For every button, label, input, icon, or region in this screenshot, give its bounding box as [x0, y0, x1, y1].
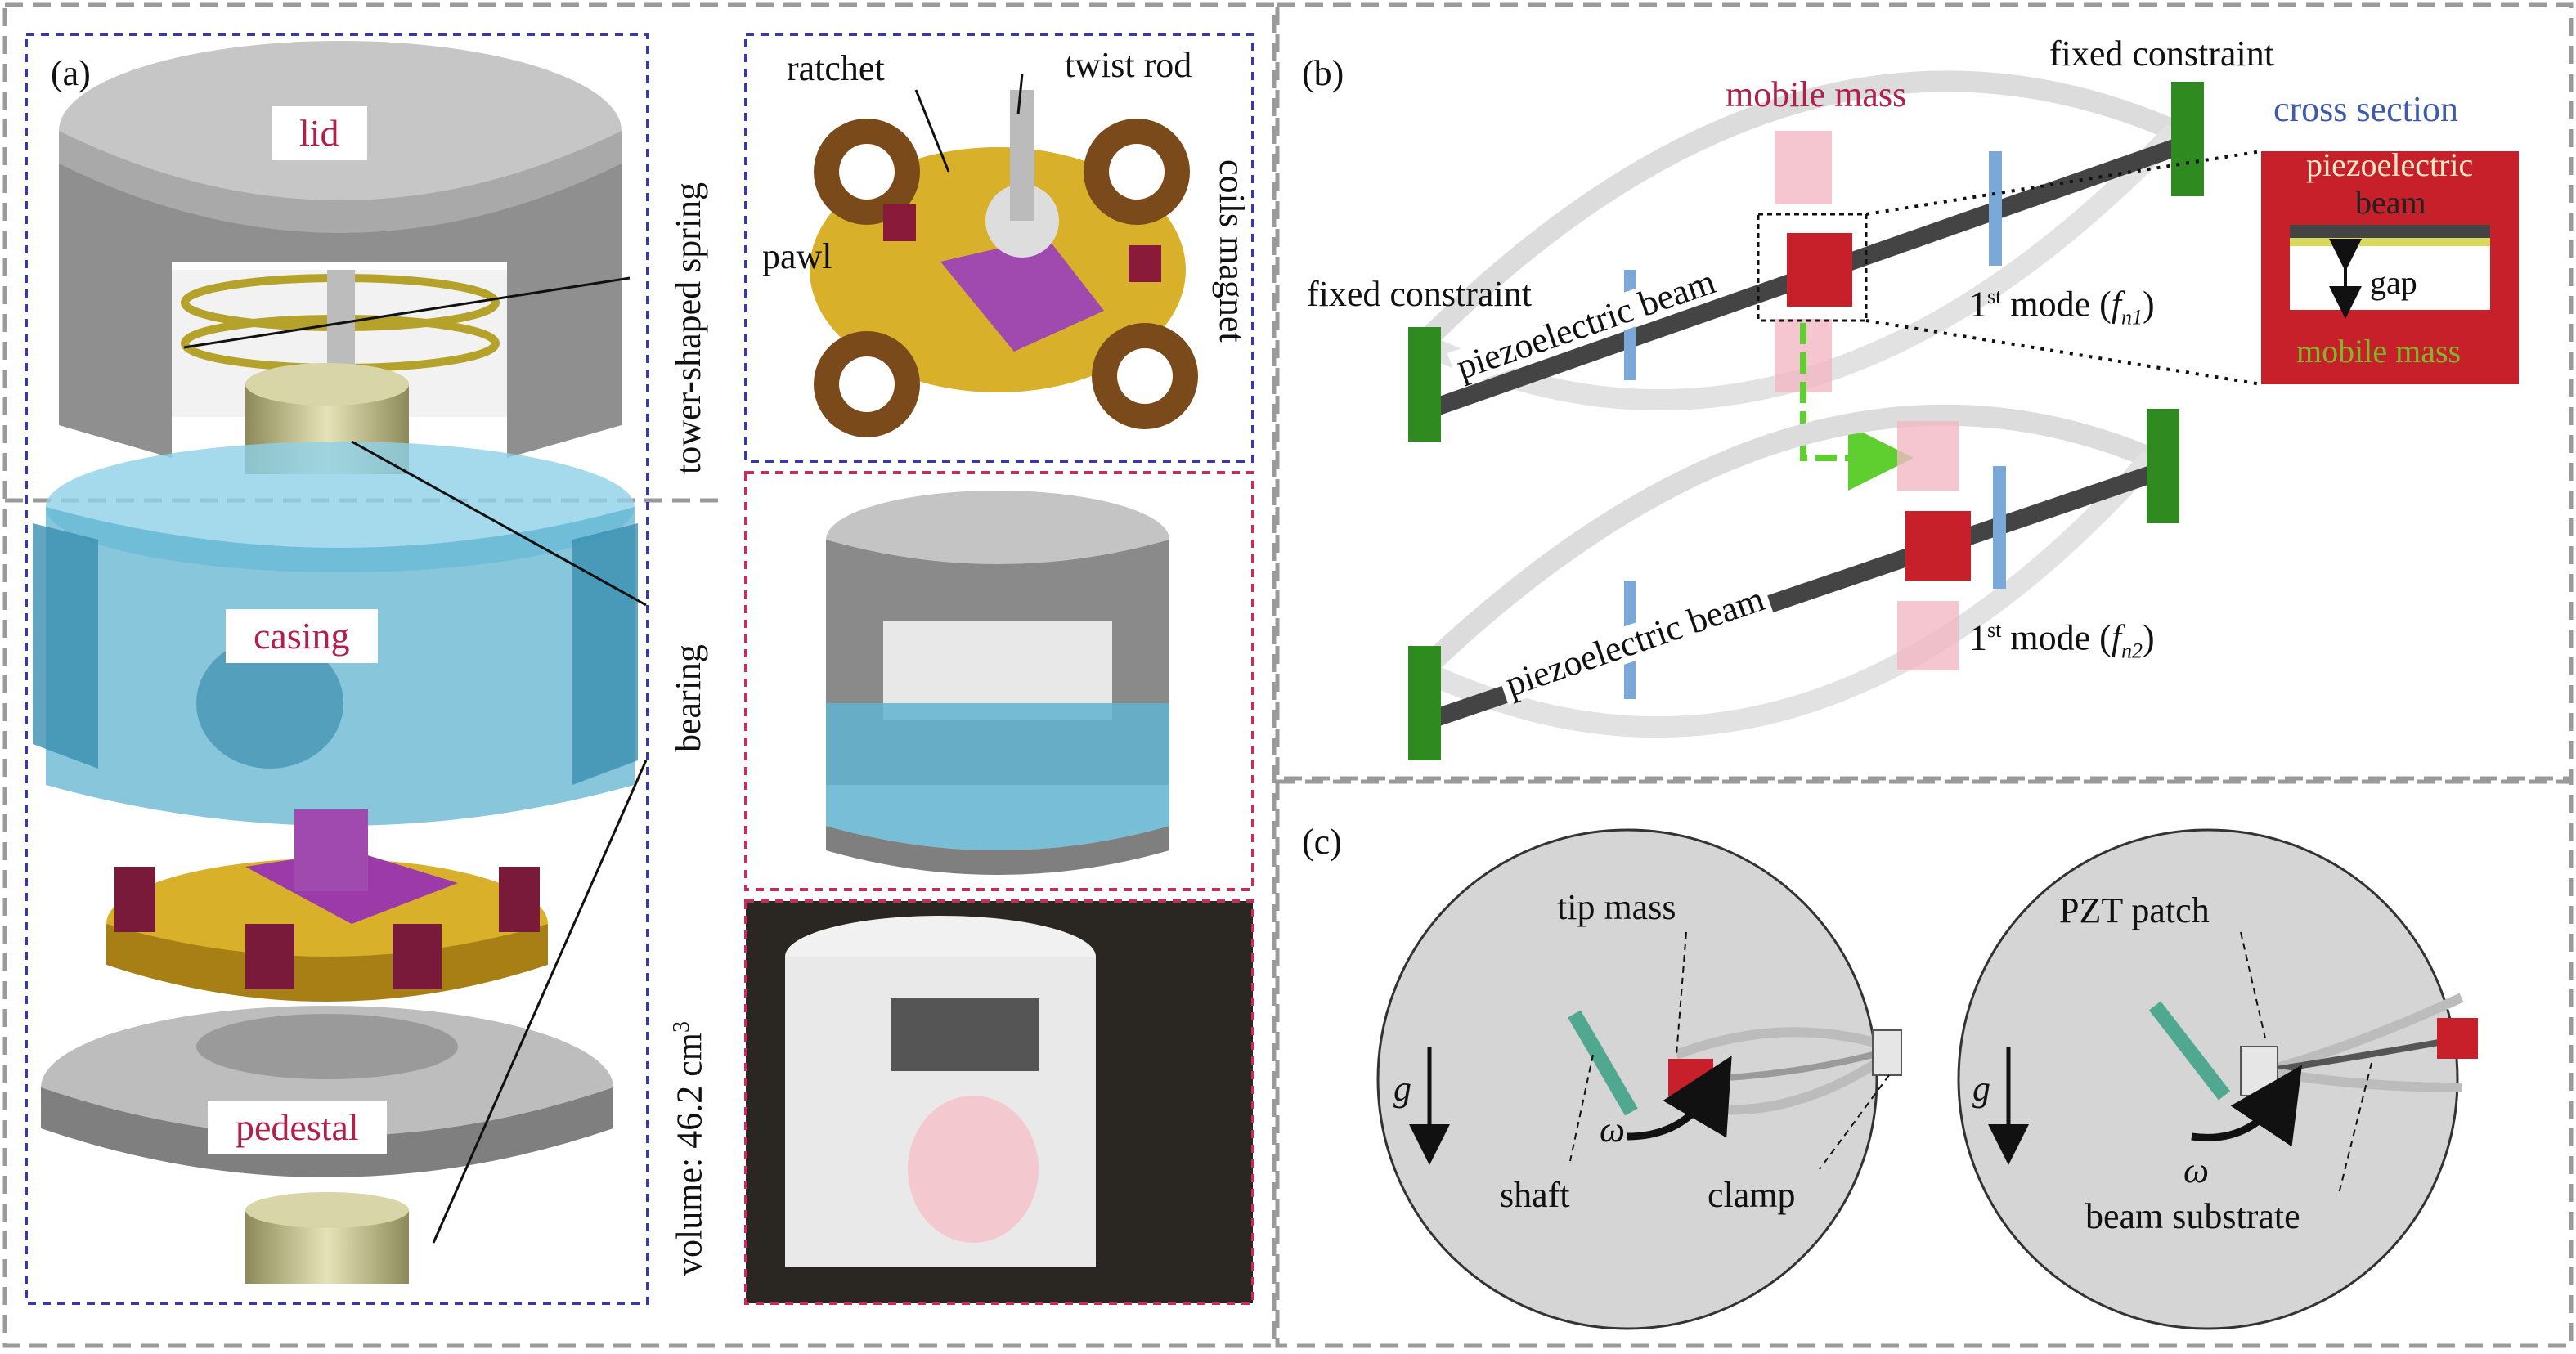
- fixed-constraint-left-upper: [1408, 327, 1441, 442]
- fixed-constraint-left-label: fixed constraint: [1307, 274, 1532, 314]
- panel-c-tag: (c): [1302, 822, 1342, 862]
- ratchet-inset: [744, 33, 1254, 463]
- gravity-left-label: g: [1393, 1069, 1411, 1109]
- shaft-label: shaft: [1500, 1175, 1570, 1215]
- piezo-beam-title-2: beam: [2355, 184, 2426, 221]
- lid-label: lid: [272, 106, 367, 160]
- omega-left-label: ω: [1600, 1110, 1626, 1150]
- beam-substrate-label: beam substrate: [2085, 1196, 2300, 1236]
- exploded-assembly: [25, 33, 649, 1305]
- prototype-photo-inset: [744, 899, 1254, 1305]
- pawl-label: pawl: [762, 236, 832, 276]
- assembled-cad-inset: [744, 471, 1254, 891]
- volume-label: volume: 46.2 cm3: [669, 1021, 710, 1276]
- mode1-label: 1st mode (fn1): [1969, 284, 2155, 330]
- fixed-constraint-right-upper: [2171, 82, 2204, 196]
- fixed-constraint-left-lower: [1408, 646, 1441, 760]
- panel-b-tag: (b): [1302, 53, 1344, 93]
- ratchet-label: ratchet: [787, 48, 885, 88]
- beam-schematic: [1408, 70, 2519, 760]
- mobile-mass-upper: [1787, 233, 1852, 307]
- gravity-right-label: g: [1972, 1069, 1990, 1109]
- mobile-mass-label: mobile mass: [1726, 74, 1907, 114]
- mobile-mass-lower: [1905, 511, 1971, 581]
- mode2-label: 1st mode (fn2): [1969, 617, 2155, 663]
- tip-mass-label: tip mass: [1557, 887, 1676, 927]
- fixed-constraint-right-lower: [2147, 409, 2179, 523]
- pzt-patch-label: PZT patch: [2059, 890, 2210, 930]
- rotating-harvesters: [1376, 828, 2478, 1330]
- panel-a-tag: (a): [51, 53, 91, 93]
- omega-right-label: ω: [2183, 1150, 2210, 1190]
- fixed-constraint-top-label: fixed constraint: [2049, 34, 2274, 74]
- cross-section-label: cross section: [2273, 89, 2459, 129]
- tower-spring-label: tower-shaped spring: [668, 182, 708, 474]
- clamp-label: clamp: [1708, 1175, 1796, 1215]
- pedestal-label: pedestal: [208, 1101, 387, 1154]
- piezo-beam-title-1: piezoelectric: [2306, 146, 2474, 183]
- bearing-label: bearing: [668, 644, 708, 752]
- gap-label: gap: [2370, 264, 2417, 301]
- twist-rod-label: twist rod: [1065, 45, 1192, 85]
- casing-label: casing: [226, 609, 378, 663]
- coils-magnet-label: coils magnet: [1212, 159, 1252, 343]
- mobile-mass-inset-label: mobile mass: [2296, 333, 2462, 370]
